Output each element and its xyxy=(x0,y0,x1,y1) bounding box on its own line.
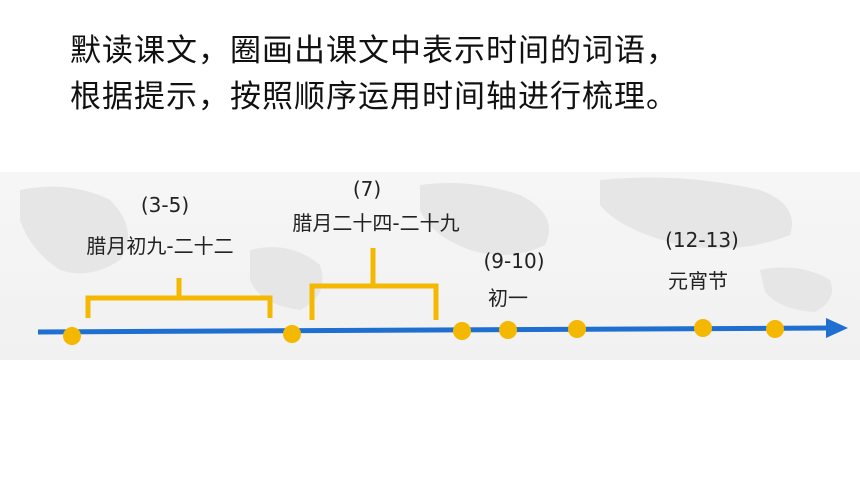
group-3-time: 初一 xyxy=(488,286,528,310)
marker-point xyxy=(766,320,784,338)
group-2-paragraphs: (7) xyxy=(353,177,381,201)
marker-point xyxy=(283,325,301,343)
group-4-time: 元宵节 xyxy=(668,269,728,293)
group-3-paragraphs: (9-10) xyxy=(484,249,545,273)
bracket-group-1 xyxy=(85,278,273,318)
instruction-text: 默读课文，圈画出课文中表示时间的词语， 根据提示，按照顺序运用时间轴进行梳理。 xyxy=(70,28,850,120)
group-1-time: 腊月初九-二十二 xyxy=(86,234,233,258)
instruction-line-2: 根据提示，按照顺序运用时间轴进行梳理。 xyxy=(70,79,678,115)
bracket-group-2 xyxy=(309,248,439,320)
marker-point xyxy=(63,327,81,345)
group-1-paragraphs: (3-5) xyxy=(141,193,189,217)
axis-arrowhead xyxy=(826,318,848,338)
group-2-time: 腊月二十四-二十九 xyxy=(292,211,459,235)
group-4-paragraphs: (12-13) xyxy=(665,228,739,252)
marker-point xyxy=(453,322,471,340)
marker-point xyxy=(499,321,517,339)
map-shapes xyxy=(20,177,833,312)
marker-point xyxy=(694,319,712,337)
timeline-markers xyxy=(63,319,784,345)
instruction-line-1: 默读课文，圈画出课文中表示时间的词语， xyxy=(70,33,678,69)
marker-point xyxy=(568,320,586,338)
